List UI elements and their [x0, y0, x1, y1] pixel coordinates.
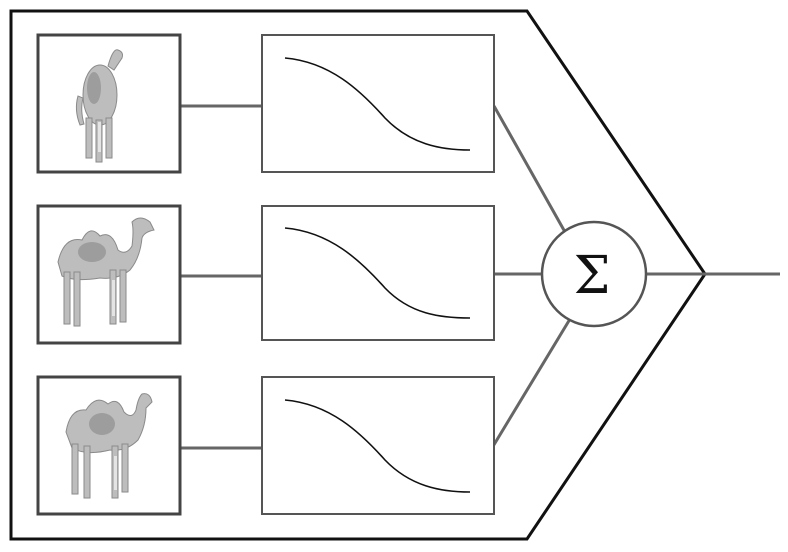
camel-quarter-view-icon: [65, 393, 153, 499]
curve-box-2: [261, 205, 495, 341]
curve-box-3: [261, 376, 495, 515]
sum-node: Σ: [540, 220, 648, 328]
sigmoid-curve-3: [284, 399, 471, 493]
input-thumbnail-3: [36, 375, 182, 516]
connector-to-sum-3: [490, 318, 572, 449]
connector-to-sum-1: [492, 105, 567, 233]
curve-box-1: [261, 34, 495, 173]
sum-symbol: Σ: [574, 246, 611, 306]
outer-frame: [9, 9, 707, 541]
sigmoid-curve-1: [284, 57, 471, 151]
input-thumbnail-1: [36, 33, 182, 174]
sigmoid-curve-2: [284, 227, 471, 319]
camel-side-view-icon: [57, 217, 155, 327]
camel-front-view-icon: [75, 49, 123, 163]
input-thumbnail-2: [36, 204, 182, 345]
